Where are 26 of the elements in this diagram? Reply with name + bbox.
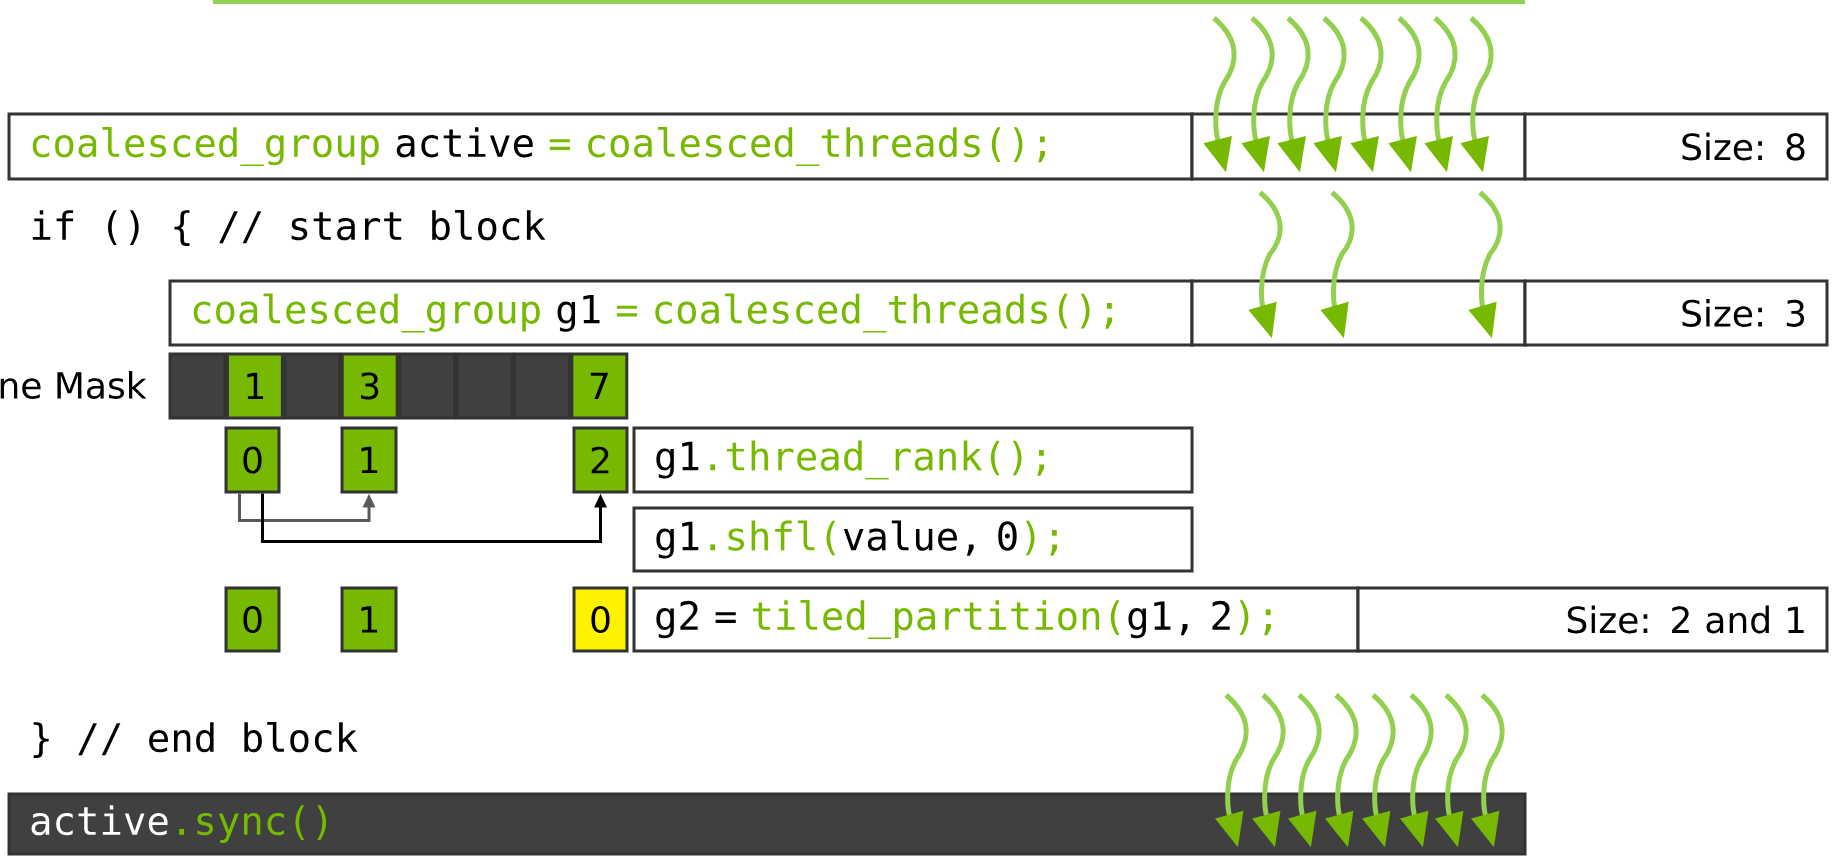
size-box: Size: 2 and 1 <box>1356 586 1829 653</box>
code-box: g2 = tiled_partition( g1, 2 ); <box>632 586 1360 653</box>
code-line: if () { // start block <box>32 209 546 247</box>
code-box: g1 .thread_rank(); <box>632 426 1194 494</box>
rank-cell: 0 <box>224 426 281 494</box>
lane-cell <box>168 352 227 420</box>
thread-box <box>1190 279 1527 347</box>
rank-cell: 2 <box>572 426 629 494</box>
lane-cell <box>512 352 571 420</box>
rank-cell: 1 <box>340 586 398 653</box>
rank-cell: 0 <box>224 586 281 653</box>
code-box: g1 .shfl( value, 0 ); <box>632 506 1194 573</box>
lane-cell <box>283 352 342 420</box>
shuffle-arrow <box>261 493 607 543</box>
size-box: Size: 3 <box>1523 279 1829 347</box>
code-box: active .sync() <box>7 792 1527 856</box>
lane-cell <box>398 352 457 420</box>
lane-cell <box>455 352 514 420</box>
rank-cell: 0 <box>572 586 629 653</box>
lane-cell: 3 <box>340 352 399 420</box>
size-box: Size: 8 <box>1523 112 1829 181</box>
row-label: ne Mask <box>0 371 147 399</box>
code-line: } // end block <box>33 721 358 759</box>
lane-cell: 1 <box>225 352 284 420</box>
rank-cell: 1 <box>340 426 398 494</box>
lane-cell: 7 <box>570 352 629 420</box>
